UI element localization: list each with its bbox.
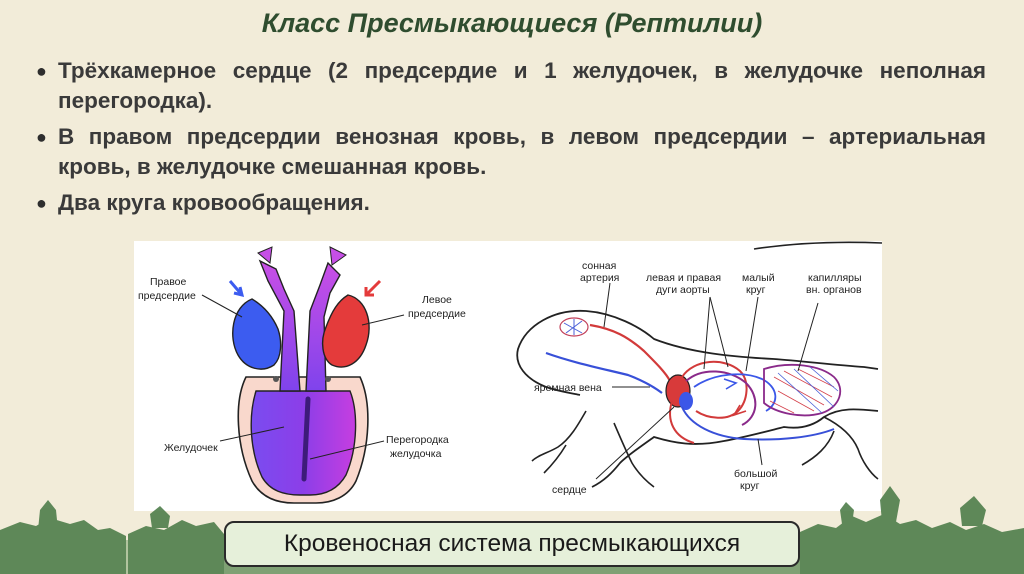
bullet-text: Трёхкамерное сердце (2 предсердие и 1 же… xyxy=(58,58,986,113)
jugular-vein xyxy=(545,351,663,394)
label-capillaries: капилляры xyxy=(808,272,862,284)
valve-icon xyxy=(273,376,279,382)
head-capillaries xyxy=(559,317,589,337)
ventricle-septum xyxy=(301,396,311,482)
bullet-dot-icon: ● xyxy=(36,61,47,81)
label-left-atrium: предсердие xyxy=(408,308,466,320)
label-carotid: сонная xyxy=(582,260,616,272)
label-small-circle: малый xyxy=(742,272,775,284)
label-aortic-arches: левая и правая xyxy=(646,272,721,284)
bullet-item-blood: ● В правом предсердии венозная кровь, в … xyxy=(36,122,986,182)
front-leg xyxy=(531,410,655,488)
body-diagram: сонная артерия левая и правая дуги аорты… xyxy=(516,241,882,496)
small-circle-loop xyxy=(693,373,777,412)
label-big-circle: круг xyxy=(740,480,760,492)
animal-silhouette-icon xyxy=(840,502,854,524)
carotid-artery xyxy=(589,323,671,382)
vessel-right-trunk xyxy=(305,261,341,392)
bullet-text: Два круга кровообращения. xyxy=(58,190,370,215)
left-atrium xyxy=(321,294,370,368)
animal-silhouette-icon xyxy=(960,496,986,526)
animal-silhouette-icon xyxy=(880,486,900,522)
lizard-outline xyxy=(516,310,879,488)
animal-silhouette-icon xyxy=(150,506,170,528)
label-heart: сердце xyxy=(552,484,587,496)
animal-silhouette-icon xyxy=(0,518,126,574)
label-carotid: артерия xyxy=(580,272,619,284)
aortic-arch-left xyxy=(681,360,748,419)
arrow-arterial-icon xyxy=(364,279,382,297)
organ-capillaries xyxy=(763,363,842,417)
animal-silhouette-icon xyxy=(38,500,58,530)
arrow-venous-icon xyxy=(228,280,245,298)
label-capillaries: вн. органов xyxy=(806,284,862,296)
heart-diagram: Правое предсердие Левое предсердие Желуд… xyxy=(138,246,466,504)
arrow-up-right-icon xyxy=(329,246,347,266)
valve-icon xyxy=(325,376,331,382)
rear-leg xyxy=(801,416,879,480)
bullet-list: ● Трёхкамерное сердце (2 предсердие и 1 … xyxy=(36,56,986,224)
aortic-arch-right xyxy=(685,370,757,426)
diagram-panel: Правое предсердие Левое предсердие Желуд… xyxy=(134,241,882,511)
diagrams-svg: Правое предсердие Левое предсердие Желуд… xyxy=(138,241,882,504)
bullet-dot-icon: ● xyxy=(36,193,47,213)
bullet-text: В правом предсердии венозная кровь, в ле… xyxy=(58,124,986,179)
big-circle-vessel xyxy=(681,406,835,441)
right-atrium xyxy=(232,298,282,370)
arrow-up-left-icon xyxy=(257,246,273,264)
label-right-atrium: предсердие xyxy=(138,290,196,302)
label-jugular: яремная вена xyxy=(534,382,602,394)
bullet-item-heart: ● Трёхкамерное сердце (2 предсердие и 1 … xyxy=(36,56,986,116)
arrow-flow-icon xyxy=(723,378,738,390)
bullet-dot-icon: ● xyxy=(36,127,47,147)
big-circle-artery xyxy=(669,400,695,444)
arrow-flow-icon xyxy=(732,404,747,417)
label-septum: Перегородка xyxy=(386,434,449,446)
label-ventricle: Желудочек xyxy=(164,442,218,454)
label-septum: желудочка xyxy=(390,448,442,460)
caption-box: Кровеносная система пресмыкающихся xyxy=(224,521,800,567)
animal-silhouette-icon xyxy=(800,514,1024,574)
label-aortic-arches: дуги аорты xyxy=(656,284,710,296)
slide-title: Класс Пресмыкающиеся (Рептилии) xyxy=(261,8,763,38)
label-big-circle: большой xyxy=(734,468,777,480)
label-left-atrium: Левое xyxy=(422,294,452,306)
animal-silhouette-icon xyxy=(128,520,224,574)
vessel-left-trunk xyxy=(258,259,301,392)
label-small-circle: круг xyxy=(746,284,766,296)
bullet-item-circles: ● Два круга кровообращения. xyxy=(36,188,986,218)
label-right-atrium: Правое xyxy=(150,276,187,288)
